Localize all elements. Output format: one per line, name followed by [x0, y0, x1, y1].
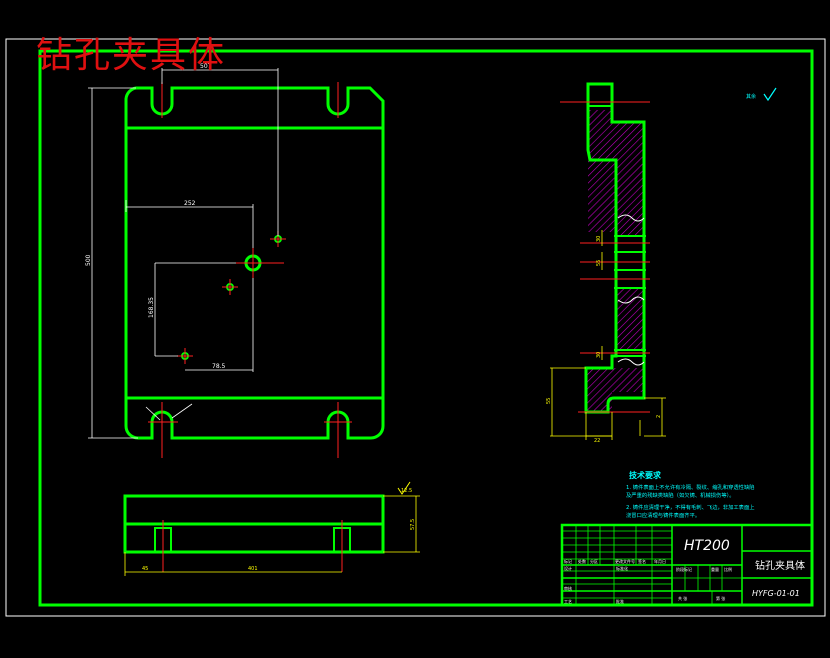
dim-hole-y: 168.35 — [148, 297, 155, 318]
dim-side-1: 30 — [596, 236, 602, 242]
roughness-icon — [397, 481, 411, 495]
roughness-value: 12.5 — [401, 488, 412, 494]
section-hatch — [586, 368, 644, 412]
dim-bottom-left: 45 — [142, 566, 148, 572]
tb-material: HT200 — [684, 538, 730, 554]
dim-side-3: 30 — [596, 352, 602, 358]
dim-side-2: 55 — [596, 260, 602, 266]
break-line — [617, 358, 645, 366]
check-icon — [763, 87, 777, 102]
tb-cell: 第 张 — [716, 595, 725, 601]
roughness-note: 其余 — [746, 87, 777, 102]
tech-line: 1. 铸件表面上不允许有冷隔、裂纹、缩孔和穿透性缺陷 — [626, 483, 755, 491]
tb-cell: 重量 — [711, 566, 719, 572]
tb-cell: 更改文件号 — [615, 558, 635, 564]
dim-bottom-height: 57.5 — [410, 519, 416, 530]
tech-line: 2. 铸件应清理干净，不得有毛刺、飞边，非加工表面上 — [626, 503, 755, 511]
break-line — [617, 296, 645, 304]
section-hatch — [616, 288, 644, 350]
tech-line: 浇冒口应清理与铸件表面齐平。 — [626, 511, 700, 519]
inner-frame — [38, 49, 814, 607]
tech-line: 及严重的残缺类缺陷（如欠铸、机械损伤等）。 — [626, 491, 735, 499]
tb-cell: 比例 — [724, 566, 732, 572]
tb-cell: 工艺 — [564, 599, 572, 604]
tb-cell: 签名 — [638, 558, 646, 564]
dim-bottom-span: 401 — [248, 566, 258, 572]
roughness-label: 其余 — [746, 93, 756, 100]
tb-cell: 处数 — [578, 558, 586, 564]
title-block: HT200 钻孔夹具体 HYFG-01-01 标记 处数 分区 更改文件号 签名… — [560, 523, 814, 607]
tb-cell: 阶段标记 — [676, 566, 692, 572]
break-line — [617, 214, 645, 222]
tb-cell: 标记 — [564, 558, 572, 564]
outer-frame — [5, 38, 826, 617]
leader-line — [171, 403, 193, 419]
tech-heading: 技术要求 — [629, 470, 662, 480]
tb-part-name: 钻孔夹具体 — [755, 559, 805, 572]
bottom-view: 57.5 45 401 12.5 — [123, 481, 420, 576]
top-view: 507 500 252 168.35 78.5 — [85, 63, 385, 458]
tb-drawing-number: HYFG-01-01 — [752, 589, 800, 598]
tb-cell: 审核 — [564, 585, 572, 591]
dim-top-width: 507 — [200, 63, 212, 70]
tb-cell: 标准化 — [616, 565, 628, 571]
side-view: 30 55 30 22 55 2 — [546, 82, 666, 444]
tb-cell: 共 张 — [678, 595, 687, 601]
leader-line — [145, 406, 161, 421]
tb-cell: 年月日 — [654, 558, 666, 564]
drawing-title-overlay: 钻孔夹具体 — [36, 35, 227, 76]
dim-hole-offset: 78.5 — [212, 363, 226, 370]
tb-cell: 设计 — [564, 565, 572, 571]
dim-side-5: 55 — [546, 398, 552, 404]
tb-cell: 批准 — [616, 598, 624, 604]
dim-side-6: 2 — [656, 415, 662, 418]
tech-requirements: 技术要求 1. 铸件表面上不允许有冷隔、裂纹、缩孔和穿透性缺陷 及严重的残缺类缺… — [626, 470, 755, 519]
dim-side-4: 22 — [594, 438, 600, 444]
tb-cell: 分区 — [590, 558, 598, 564]
dim-hole-x: 252 — [184, 200, 196, 207]
dim-overall-height: 500 — [85, 254, 92, 266]
